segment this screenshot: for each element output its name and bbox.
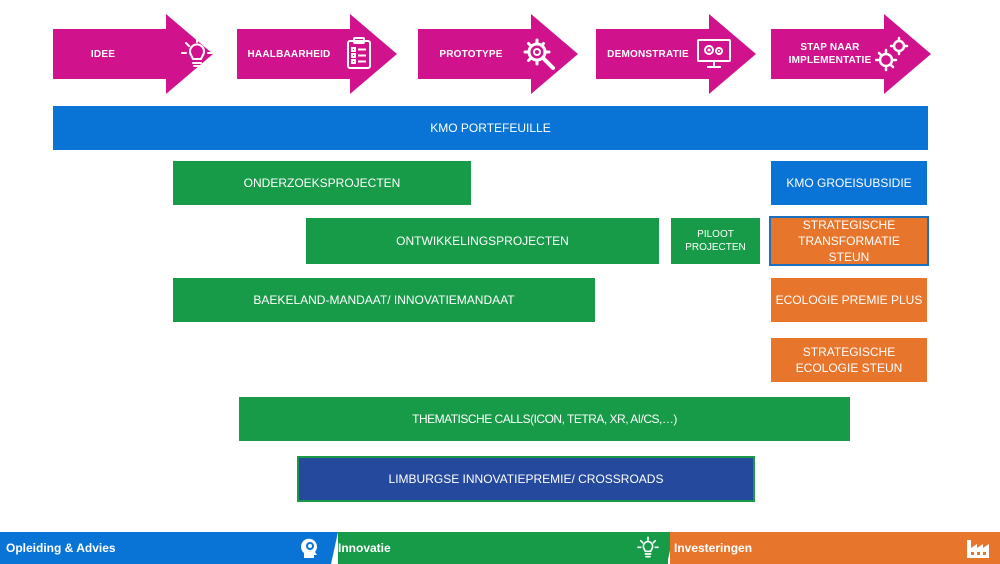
- lightbulb-icon: [181, 37, 213, 67]
- gear-wrench-icon: [523, 38, 555, 70]
- strategische-ecologie-steun-bar: STRATEGISCHE ECOLOGIE STEUN: [771, 338, 927, 382]
- arrow-shape: [596, 14, 756, 94]
- ontwikkelingsprojecten-bar: ONTWIKKELINGSPROJECTEN: [306, 218, 659, 264]
- baekeland-mandaat-bar: BAEKELAND-MANDAAT/ INNOVATIEMANDAAT: [173, 278, 595, 322]
- arrow-shape: [418, 14, 578, 94]
- stage-arrow-demonstratie: DEMONSTRATIE: [596, 14, 756, 94]
- stage-label: STAP NAAR IMPLEMENTATIE: [788, 42, 872, 66]
- footer-opleiding-advies: Opleiding & Advies: [0, 532, 331, 564]
- footer-investeringen: Investeringen: [670, 532, 1000, 564]
- checklist-icon: [347, 37, 371, 69]
- factory-icon: [967, 540, 989, 558]
- ecologie-premie-plus-bar: ECOLOGIE PREMIE PLUS: [771, 278, 927, 322]
- stage-label: IDEE: [90, 48, 116, 60]
- footer-label: Opleiding & Advies: [6, 541, 116, 555]
- kmo-groeisubsidie-bar: KMO GROEISUBSIDIE: [771, 161, 927, 205]
- footer-label: Investeringen: [674, 541, 753, 555]
- stage-label: PROTOTYPE: [439, 48, 503, 60]
- footer-wedge-blue: [324, 532, 338, 564]
- stage-label: HAALBAARHEID: [247, 48, 331, 60]
- onderzoeksprojecten-bar: ONDERZOEKSPROJECTEN: [173, 161, 471, 205]
- arrow-shape: [237, 14, 397, 94]
- arrow-shape: [53, 14, 213, 94]
- stage-arrow-implementatie: STAP NAAR IMPLEMENTATIE: [771, 14, 931, 94]
- stage-label: DEMONSTRATIE: [607, 48, 689, 60]
- gears-icon: [875, 36, 909, 72]
- head-gears-icon: [300, 538, 317, 558]
- bar-divider: [659, 218, 671, 264]
- strategische-transformatie-steun-bar: STRATEGISCHE TRANSFORMATIE STEUN: [769, 216, 929, 266]
- limburgse-innovatiepremie-bar: LIMBURGSE INNOVATIEPREMIE/ CROSSROADS: [297, 456, 755, 502]
- piloot-projecten-bar: PILOOT PROJECTEN: [671, 218, 760, 264]
- stage-arrow-haalbaarheid: HAALBAARHEID: [237, 14, 397, 94]
- monitor-gears-icon: [697, 39, 731, 68]
- kmo-portefeuille-bar: KMO PORTEFEUILLE: [53, 106, 928, 150]
- footer-innovatie: Innovatie: [338, 532, 668, 564]
- thematische-calls-bar: THEMATISCHE CALLS(ICON, TETRA, XR, AI/CS…: [239, 397, 850, 441]
- lightbulb-icon: [637, 536, 659, 558]
- footer-label: Innovatie: [338, 541, 391, 555]
- stage-arrow-prototype: PROTOTYPE: [418, 14, 578, 94]
- arrow-shape: [771, 14, 931, 94]
- stage-arrow-idee: IDEE: [53, 14, 213, 94]
